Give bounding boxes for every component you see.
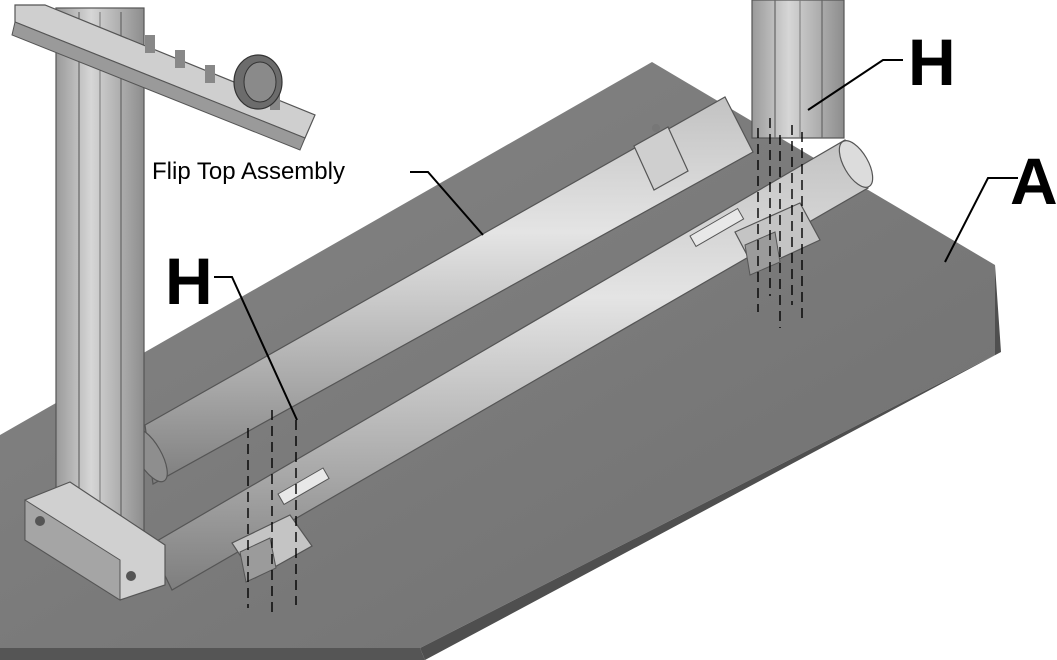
right-upright: [751, 0, 845, 139]
bracket-right: [734, 202, 821, 276]
board-a-label: A: [1010, 144, 1057, 218]
hardware-lines-left: [247, 410, 297, 615]
hardware-h-label-lower: H: [165, 244, 213, 318]
flip-top-assembly-label: Flip Top Assembly: [152, 158, 345, 185]
hardware-h-label-upper: H: [908, 25, 956, 99]
left-upright: [55, 7, 145, 557]
leader-lines: [214, 59, 1018, 421]
top-arm: [11, 4, 316, 151]
hardware-lines-right: [757, 118, 803, 328]
left-foot: [24, 481, 166, 601]
